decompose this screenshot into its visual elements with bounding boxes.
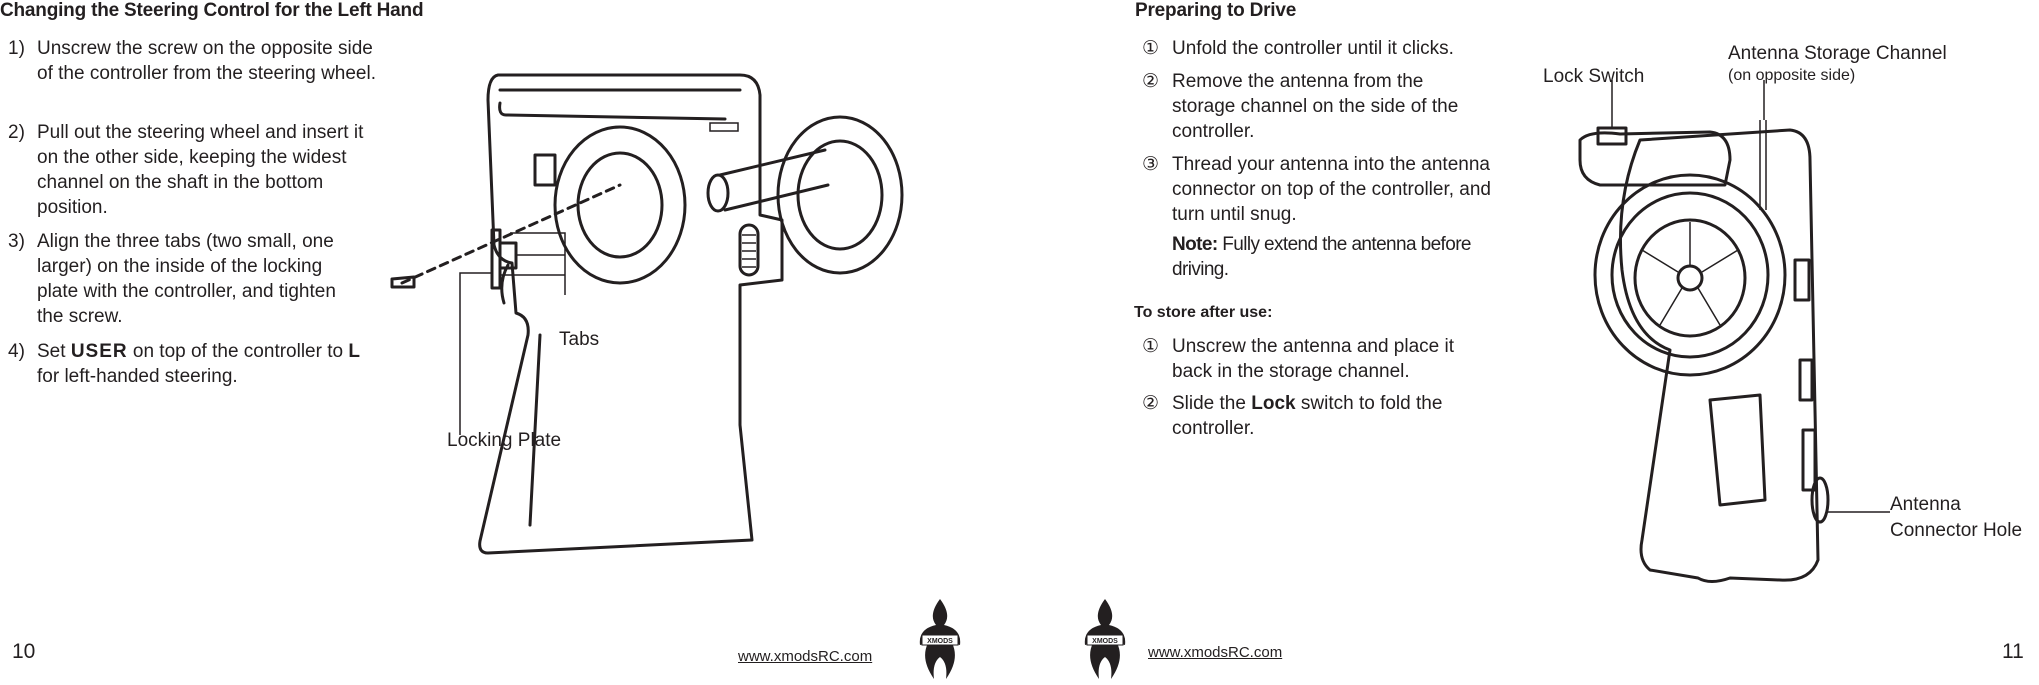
controller-body-outline [1619, 128, 1820, 583]
window-detail [533, 153, 557, 187]
step-text: Remove the antenna from the storage chan… [1172, 71, 1459, 142]
grip-texture [709, 122, 739, 132]
wheel-hub [553, 125, 687, 285]
left-steps-list: 1) Unscrew the screw on the opposite sid… [8, 36, 376, 389]
wheel-spokes [1641, 222, 1739, 326]
step-text: Slide the Lock switch to fold the contro… [1172, 393, 1443, 439]
right-page-number: 11 [2002, 640, 2024, 663]
list-item: ① Unfold the controller until it clicks. [1142, 36, 1512, 69]
antenna-storage-callout: Antenna Storage Channel [1728, 43, 1947, 64]
antenna-storage-subcallout: (on opposite side) [1728, 67, 1856, 84]
list-item: 1) Unscrew the screw on the opposite sid… [8, 36, 376, 120]
antenna-connector-callout-1: Antenna [1890, 494, 1961, 515]
steering-shaft [718, 148, 830, 212]
step-number: ② [1142, 393, 1160, 414]
list-item: ① Unscrew the antenna and place it back … [1142, 334, 1512, 391]
right-heading: Preparing to Drive [1135, 0, 1297, 21]
side-ridge [738, 223, 760, 277]
store-steps-list: ① Unscrew the antenna and place it back … [1142, 334, 1512, 441]
step-number: ③ [1142, 154, 1160, 175]
screw-path [400, 183, 622, 285]
tabs-callout: Tabs [559, 329, 600, 350]
step-text: Align the three tabs (two small, one lar… [37, 231, 336, 327]
right-steps-list: ① Unfold the controller until it clicks.… [1142, 36, 1512, 232]
xmods-logo-left: XMODS [919, 599, 961, 679]
step-number: 2) [8, 122, 25, 143]
antenna-connector-hole [1810, 476, 1830, 524]
controller-disassembly-illustration [390, 73, 904, 555]
antenna-storage-channel [1759, 120, 1767, 210]
svg-text:XMODS: XMODS [927, 638, 953, 645]
window-detail [1708, 393, 1767, 507]
list-item: ③ Thread your antenna into the antenna c… [1142, 152, 1512, 232]
steering-wheel [776, 115, 904, 275]
svg-text:XMODS: XMODS [1092, 638, 1118, 645]
right-url-link[interactable]: www.xmodsRC.com [1148, 644, 1283, 661]
antenna-connector-callout-2: Connector Hole [1890, 520, 2023, 541]
controller-folded-illustration [1578, 80, 1890, 583]
step-number: ① [1142, 38, 1160, 59]
store-heading: To store after use: [1134, 304, 1273, 321]
left-url-link[interactable]: www.xmodsRC.com [738, 648, 873, 665]
tabs-leader [510, 232, 566, 295]
step-text: Unscrew the screw on the opposite side o… [37, 38, 377, 84]
note: Note: Fully extend the antenna before dr… [1172, 234, 1471, 280]
list-item: ② Remove the antenna from the storage ch… [1142, 69, 1512, 152]
step-number: 3) [8, 231, 25, 252]
step-text: Unscrew the antenna and place it back in… [1172, 336, 1455, 382]
steering-wheel [1593, 173, 1787, 377]
controller-body-outline [478, 73, 784, 555]
step-text: Unfold the controller until it clicks. [1172, 38, 1454, 59]
lock-switch-callout: Lock Switch [1543, 66, 1645, 87]
locking-plate-callout: Locking Plate [447, 430, 562, 451]
left-heading: Changing the Steering Control for the Le… [0, 0, 424, 21]
list-item: ② Slide the Lock switch to fold the cont… [1142, 391, 1512, 441]
step-number: ② [1142, 71, 1160, 92]
screw-icon [390, 275, 416, 289]
step-number: 4) [8, 341, 25, 362]
step-text: Thread your antenna into the antenna con… [1172, 154, 1491, 225]
xmods-logo-right: XMODS [1084, 599, 1126, 679]
step-number: 1) [8, 38, 25, 59]
step-number: ① [1142, 336, 1160, 357]
list-item: 2) Pull out the steering wheel and inser… [8, 120, 370, 229]
list-item: 3) Align the three tabs (two small, one … [8, 229, 370, 339]
step-text: Set USER on top of the controller to L f… [37, 341, 360, 387]
list-item: 4) Set USER on top of the controller to … [8, 339, 370, 389]
lock-switch [1596, 126, 1628, 146]
step-text: Pull out the steering wheel and insert i… [37, 122, 364, 218]
locking-plate-leader [459, 272, 492, 435]
left-page-number: 10 [12, 640, 36, 663]
side-button [1793, 258, 1811, 302]
trigger [500, 263, 510, 305]
